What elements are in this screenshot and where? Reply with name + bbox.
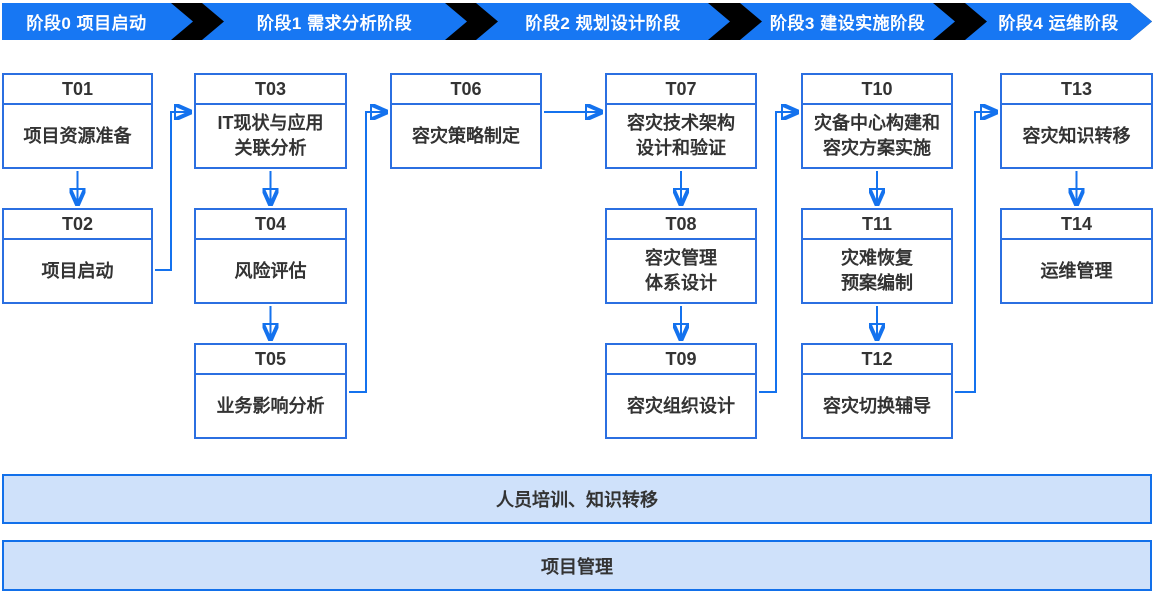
task-title: 风险评估 [234, 260, 307, 281]
task-title: IT现状与应用 关联分析 [217, 113, 324, 158]
task-box-t05: T05 业务影响分析 [194, 343, 347, 439]
task-title: 业务影响分析 [216, 395, 325, 416]
task-id: T14 [1002, 210, 1151, 240]
task-box-t13: T13 容灾知识转移 [1000, 73, 1153, 169]
task-box-t10: T10 灾备中心构建和 容灾方案实施 [801, 73, 953, 169]
task-id: T12 [803, 345, 951, 375]
phase-banner-4-label: 阶段4 运维阶段 [998, 14, 1119, 33]
task-box-t12: T12 容灾切换辅导 [801, 343, 953, 439]
training-knowledge-transfer-bar: 人员培训、知识转移 [2, 474, 1152, 524]
training-knowledge-transfer-label: 人员培训、知识转移 [496, 490, 658, 510]
task-box-t14: T14 运维管理 [1000, 208, 1153, 304]
phase-banner-2-label: 阶段2 规划设计阶段 [525, 14, 681, 33]
task-id: T06 [392, 75, 540, 105]
task-id: T01 [4, 75, 151, 105]
task-box-t04: T04 风险评估 [194, 208, 347, 304]
task-box-t11: T11 灾难恢复 预案编制 [801, 208, 953, 304]
task-id: T07 [607, 75, 755, 105]
phase-banner-0-label: 阶段0 项目启动 [26, 14, 147, 33]
task-id: T04 [196, 210, 345, 240]
task-box-t01: T01 项目资源准备 [2, 73, 153, 169]
task-title: 灾备中心构建和 容灾方案实施 [814, 113, 940, 158]
task-id: T10 [803, 75, 951, 105]
task-id: T08 [607, 210, 755, 240]
phase-banner-3-label: 阶段3 建设实施阶段 [769, 14, 926, 33]
phase-banner-0: 阶段0 项目启动 [2, 3, 193, 40]
task-id: T02 [4, 210, 151, 240]
task-title: 容灾管理 体系设计 [645, 248, 717, 293]
phase-banner-1-label: 阶段1 需求分析阶段 [256, 14, 413, 33]
task-title: 项目启动 [41, 260, 114, 281]
connector-t12-t13 [955, 112, 994, 393]
task-box-t02: T02 项目启动 [2, 208, 153, 304]
connector-t02-t03 [155, 112, 188, 271]
connector-t09-t10 [759, 112, 795, 393]
task-title: 容灾知识转移 [1022, 125, 1131, 146]
task-box-t03: T03 IT现状与应用 关联分析 [194, 73, 347, 169]
task-box-t08: T08 容灾管理 体系设计 [605, 208, 757, 304]
task-title: 容灾策略制定 [412, 125, 520, 146]
task-title: 容灾技术架构 设计和验证 [627, 113, 735, 158]
task-id: T09 [607, 345, 755, 375]
task-title: 灾难恢复 预案编制 [841, 248, 913, 293]
task-title: 运维管理 [1040, 260, 1113, 281]
connector-t05-t06 [349, 112, 384, 393]
task-id: T05 [196, 345, 345, 375]
project-management-label: 项目管理 [541, 556, 613, 577]
phase-banner-1: 阶段1 需求分析阶段 [202, 3, 467, 40]
phase-banner-3: 阶段3 建设实施阶段 [740, 3, 955, 40]
task-title: 项目资源准备 [23, 125, 132, 146]
project-management-bar: 项目管理 [2, 540, 1152, 591]
task-id: T13 [1002, 75, 1151, 105]
task-title: 容灾切换辅导 [823, 395, 931, 416]
task-box-t06: T06 容灾策略制定 [390, 73, 542, 169]
task-id: T03 [196, 75, 345, 105]
phase-banner-4: 阶段4 运维阶段 [965, 3, 1152, 40]
task-title: 容灾组织设计 [627, 395, 735, 416]
task-box-t07: T07 容灾技术架构 设计和验证 [605, 73, 757, 169]
phase-banner-2: 阶段2 规划设计阶段 [476, 3, 730, 40]
task-id: T11 [803, 210, 951, 240]
task-box-t09: T09 容灾组织设计 [605, 343, 757, 439]
